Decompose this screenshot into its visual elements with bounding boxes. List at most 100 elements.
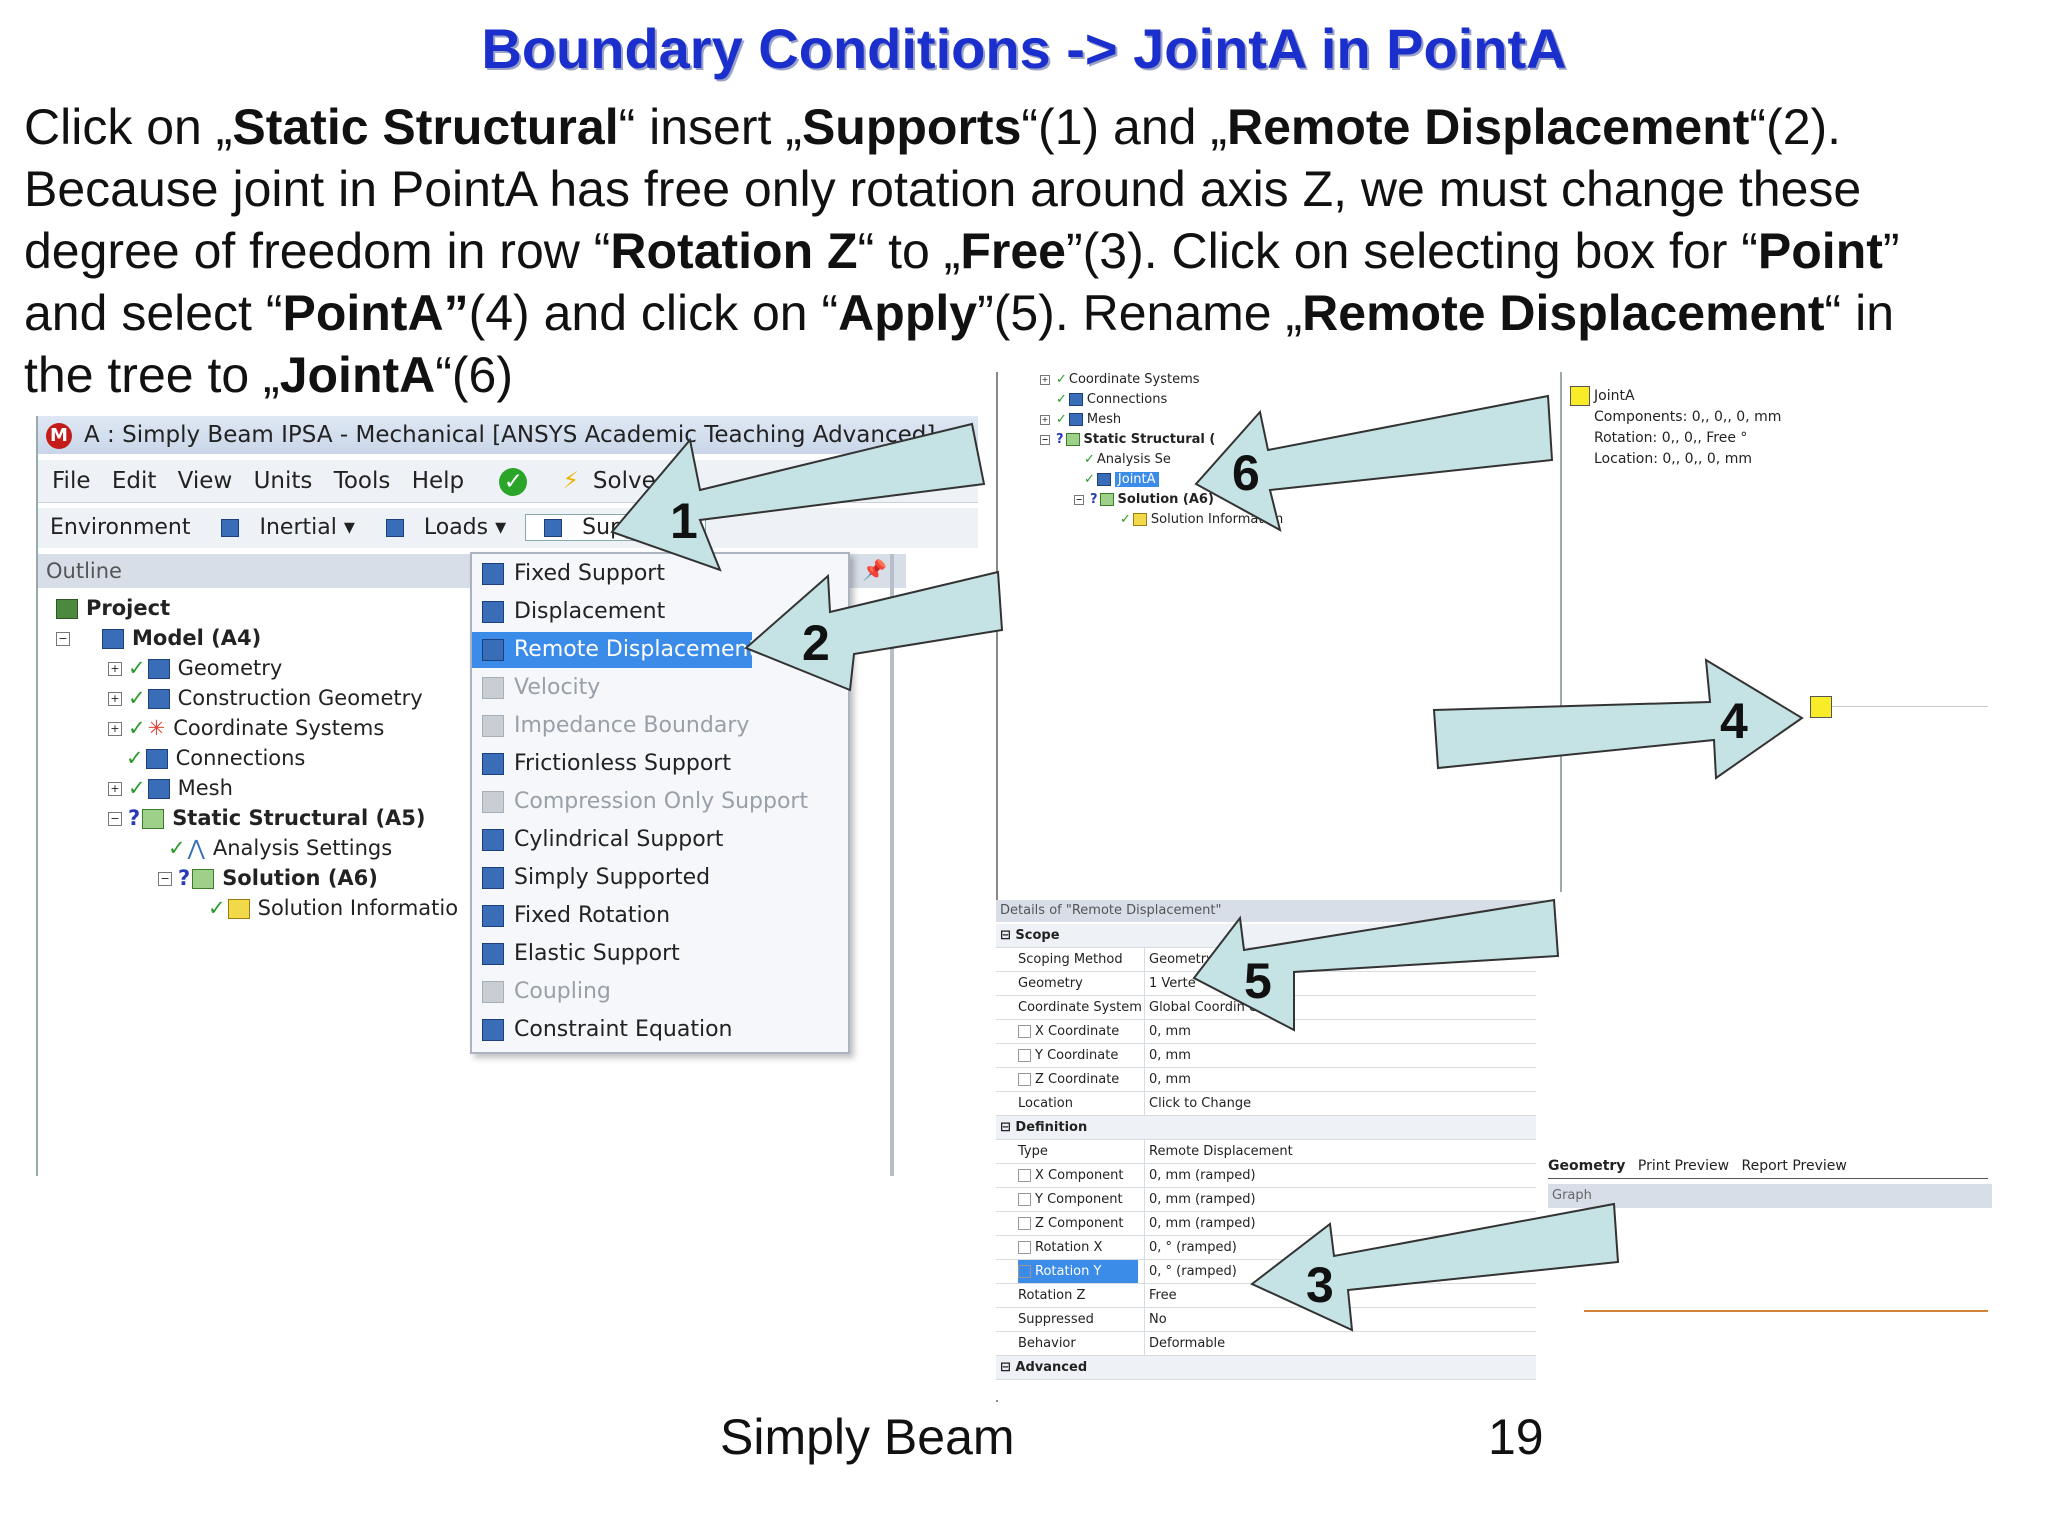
details-row-value[interactable]: 1 Verte [1144,972,1529,995]
checkbox-icon[interactable] [1018,1217,1031,1230]
expand-icon[interactable]: + [1040,414,1050,425]
loads-dropdown[interactable]: Loads ▾ [374,515,506,540]
checkbox-icon[interactable] [1018,1073,1031,1086]
tree-item-static-structural[interactable]: −?Static Structural ( [1040,432,1215,447]
menu-item-fixed-support[interactable]: Fixed Support [472,556,848,592]
tree-item-static-structural[interactable]: −?Static Structural (A5) [108,806,426,830]
inertial-dropdown[interactable]: Inertial ▾ [209,515,355,540]
expand-icon[interactable]: + [1040,374,1050,385]
tree-item-solution[interactable]: −?Solution (A6) [1074,492,1214,507]
details-row-value[interactable]: 0, mm (ramped) [1144,1188,1529,1211]
tree-item-solution[interactable]: −?Solution (A6) [158,866,378,890]
menu-help[interactable]: Help [411,468,465,494]
details-row-value[interactable]: Geometry S [1144,948,1529,971]
menu-view[interactable]: View [177,468,233,494]
tree-item-coordinate-systems[interactable]: +✓✳Coordinate Systems [108,716,384,740]
menu-edit[interactable]: Edit [111,468,157,494]
collapse-icon[interactable]: − [1074,494,1084,505]
tab-print-preview[interactable]: Print Preview [1637,1158,1730,1174]
tree-item-connections[interactable]: ✓Connections [1056,392,1167,407]
collapse-icon[interactable]: − [56,632,70,646]
details-row-value[interactable]: 0, ° (ramped) [1144,1236,1529,1259]
menu-file[interactable]: File [52,468,91,494]
tree-item-geometry[interactable]: +✓Geometry [108,656,282,680]
details-row-value[interactable]: 0, ° (ramped) [1144,1260,1529,1283]
text-bold: Remote Displacement [1227,99,1750,155]
details-section-header[interactable]: ⊟ Definition [996,1116,1536,1140]
expand-icon[interactable]: + [108,722,122,736]
details-section-header[interactable]: ⊟ Scope [996,924,1536,948]
tree-item-connections[interactable]: ✓Connections [126,746,305,770]
tree-item-jointa[interactable]: ✓JointA [1084,472,1159,487]
details-row-value[interactable]: 0, mm (ramped) [1144,1164,1529,1187]
point-a-marker[interactable] [1810,696,1832,718]
section-toggle-icon[interactable]: ⊟ [1000,928,1016,943]
checkbox-icon[interactable] [1018,1025,1031,1038]
tree-item-solution-information[interactable]: ✓Solution Information [1120,512,1283,527]
check-icon[interactable]: ✓ [499,467,528,496]
tab-report-preview[interactable]: Report Preview [1741,1158,1847,1174]
collapse-icon[interactable]: − [158,872,172,886]
details-section-header[interactable]: ⊟ Advanced [996,1356,1536,1380]
menu-item-elastic-support[interactable]: Elastic Support [472,936,848,972]
details-row-value[interactable]: No [1144,1308,1529,1331]
menu-tools[interactable]: Tools [333,468,391,494]
menu-item-frictionless-support[interactable]: Frictionless Support [472,746,848,782]
section-toggle-icon[interactable]: ⊟ [1000,1360,1016,1375]
tree-item-construction-geometry[interactable]: +✓Construction Geometry [108,686,423,710]
menu-item-simply-supported[interactable]: Simply Supported [472,860,848,896]
details-row-value[interactable]: Deformable [1144,1332,1529,1355]
expand-icon[interactable]: + [108,782,122,796]
tree-item-analysis-settings[interactable]: ✓⋀Analysis Settings [168,836,392,860]
section-toggle-icon[interactable]: ⊟ [1000,1120,1016,1135]
checkbox-icon[interactable] [1018,1049,1031,1062]
tab-geometry[interactable]: Geometry [1548,1158,1626,1174]
menu-item-fixed-rotation[interactable]: Fixed Rotation [472,898,848,934]
pin-icon[interactable]: 📌 [862,558,887,582]
menu-units[interactable]: Units [253,468,313,494]
collapse-icon[interactable]: − [1040,434,1050,445]
expand-icon[interactable]: + [108,692,122,706]
details-row-value[interactable]: 0, mm [1144,1044,1529,1067]
tree-item-solution-information[interactable]: ✓Solution Informatio [208,896,458,920]
tree-item-project[interactable]: Project [56,596,170,620]
tree-item-model[interactable]: −Model (A4) [56,626,261,650]
menu-item-remote-displacement[interactable]: Remote Displacement [472,632,757,668]
menu-item-displacement[interactable]: Displacement [472,594,848,630]
details-row-value[interactable]: 0, mm [1144,1068,1529,1091]
collapse-icon[interactable]: − [108,812,122,826]
tree-item-analysis-settings[interactable]: ✓Analysis Se [1084,452,1171,467]
details-row-value[interactable]: 0, mm [1144,1020,1529,1043]
text-run: “ to „ [857,223,961,279]
details-row-value[interactable]: Free [1144,1284,1529,1307]
checkbox-icon[interactable] [1018,1169,1031,1182]
checkbox-icon[interactable] [1018,1193,1031,1206]
checkbox-icon[interactable] [1018,1241,1031,1254]
details-row-value[interactable]: 0, mm (ramped) [1144,1212,1529,1235]
details-title: Details of "Remote Displacement" [996,900,1544,922]
menu-item-cylindrical-support[interactable]: Cylindrical Support [472,822,848,858]
tree-item-mesh[interactable]: +✓Mesh [1040,412,1121,427]
menu-item-constraint-equation[interactable]: Constraint Equation [472,1012,848,1048]
details-row-value[interactable]: Remote Displacement [1144,1140,1529,1163]
tree-item-coordinate-systems[interactable]: +✓Coordinate Systems [1040,372,1200,387]
tree-item-mesh[interactable]: +✓Mesh [108,776,233,800]
details-row-value[interactable]: Click to Change [1144,1092,1529,1115]
checkbox-icon[interactable] [1018,1265,1031,1278]
expand-icon[interactable]: + [108,662,122,676]
solve-button[interactable]: ⚡Solve [549,468,656,494]
details-row-value[interactable]: Global Coordin em [1144,996,1529,1019]
